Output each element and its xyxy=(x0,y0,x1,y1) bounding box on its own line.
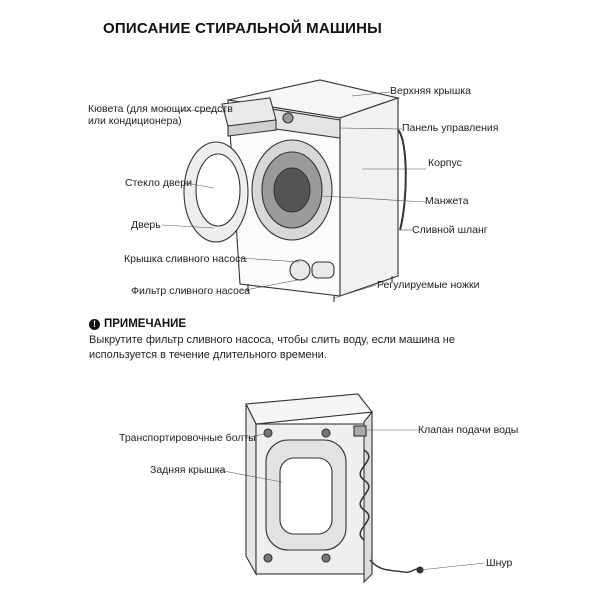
front-view-washing-machine xyxy=(183,79,407,302)
label-rear-cover: Задняя крышка xyxy=(150,464,226,476)
front-leader-lines xyxy=(161,91,427,299)
label-body: Корпус xyxy=(428,157,462,169)
note-heading: ! ПРИМЕЧАНИЕ xyxy=(89,318,186,330)
power-cord-shape xyxy=(369,559,421,574)
label-power-cord: Шнур xyxy=(486,557,513,569)
rear-leader-lines xyxy=(217,429,485,571)
label-transport-bolts: Транспортировочные болты xyxy=(119,432,256,444)
label-water-inlet-valve: Клапан подачи воды xyxy=(418,424,519,436)
pump-cover-shape xyxy=(289,259,311,281)
label-gasket: Манжета xyxy=(425,195,469,207)
exclamation-icon: ! xyxy=(89,318,100,330)
note-heading-text: ПРИМЕЧАНИЕ xyxy=(104,318,187,330)
label-pump-cover: Крышка сливного насоса xyxy=(124,253,247,265)
label-detergent-drawer: Кювета (для моющих средств или кондицион… xyxy=(88,103,233,127)
note-text: Выкрутите фильтр сливного насоса, чтобы … xyxy=(89,334,455,361)
label-adjustable-feet: Регулируемые ножки xyxy=(377,279,480,291)
label-door: Дверь xyxy=(131,219,161,231)
label-control-panel: Панель управления xyxy=(402,122,499,134)
rear-view-washing-machine xyxy=(245,393,424,584)
label-door-glass: Стекло двери xyxy=(125,177,192,189)
page-title: ОПИСАНИЕ СТИРАЛЬНОЙ МАШИНЫ xyxy=(103,20,383,37)
label-drain-hose: Сливной шланг xyxy=(412,224,488,236)
label-top-cover: Верхняя крышка xyxy=(390,85,471,97)
label-pump-filter: Фильтр сливного насоса xyxy=(131,285,250,297)
